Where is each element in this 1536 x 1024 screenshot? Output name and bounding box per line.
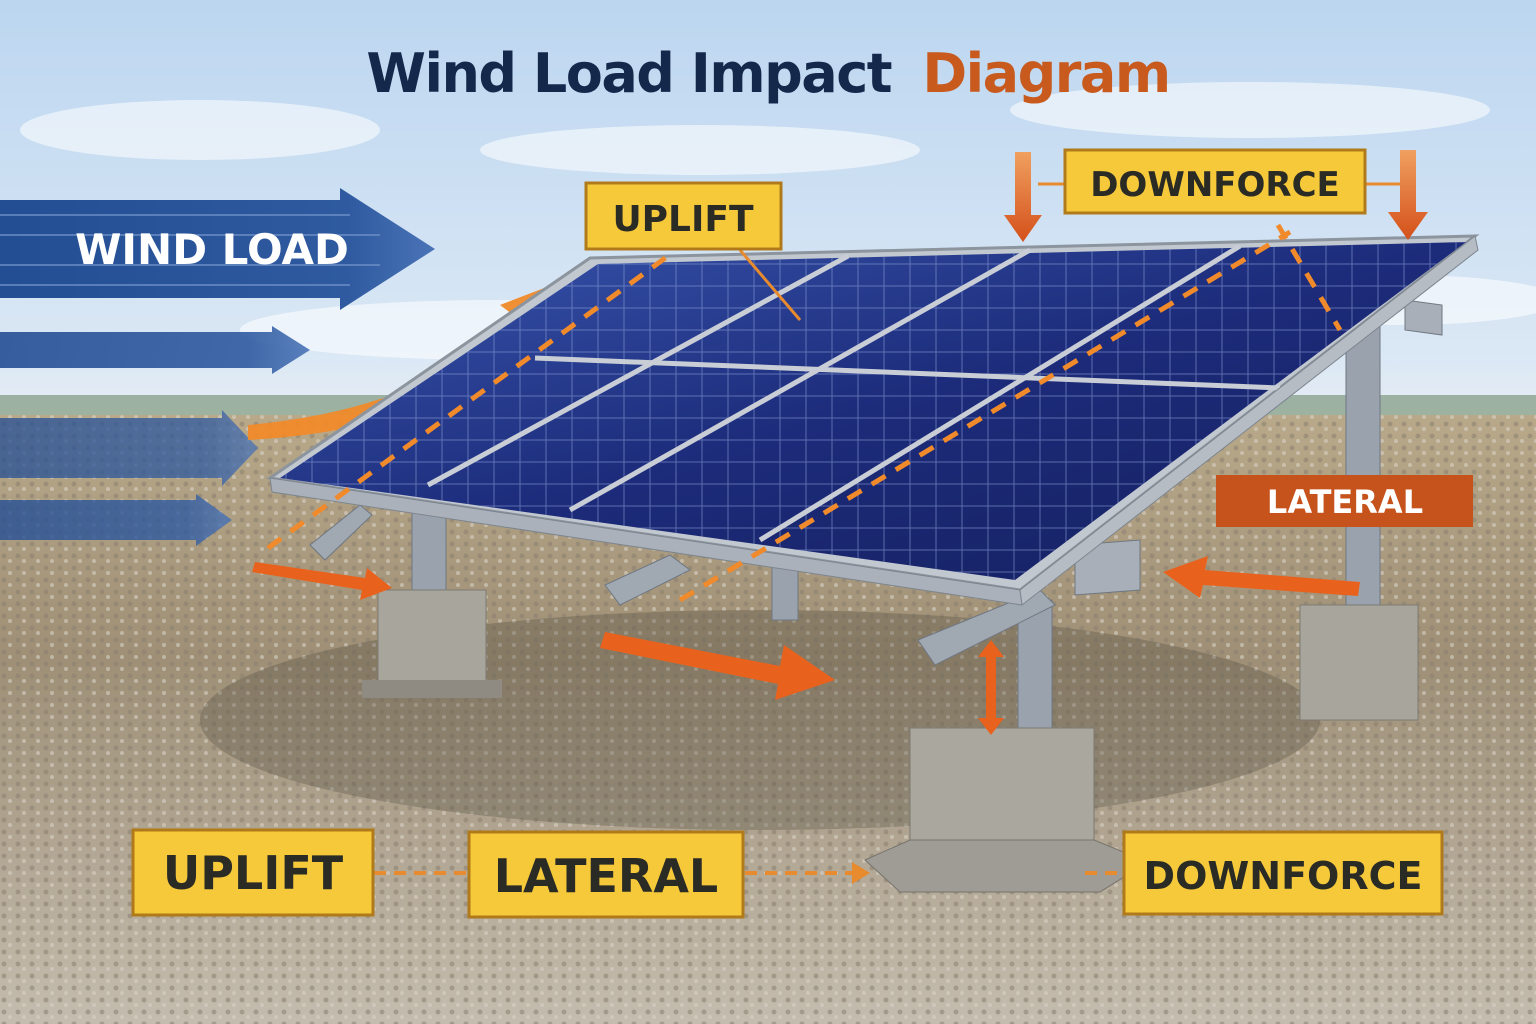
- callout-lateral-right: LATERAL: [1216, 475, 1473, 527]
- vertical-load-arrow-icon: [978, 650, 1004, 735]
- callout-leaders: [738, 182, 1405, 321]
- wind-arrow-icon: [0, 494, 232, 546]
- vertical-load-arrow-icon: [978, 640, 1004, 657]
- legend-label: UPLIFT: [163, 846, 344, 900]
- wind-arrow-icon: [0, 410, 258, 486]
- callout-downforce-label: DOWNFORCE: [1090, 165, 1340, 205]
- callout-downforce-top: DOWNFORCE: [1063, 148, 1367, 215]
- title-accent: Diagram: [922, 42, 1169, 105]
- wind-arrow-icon: [0, 188, 435, 310]
- lateral-arrow-icon: [1163, 556, 1360, 598]
- legend-item-lateral: LATERAL: [467, 830, 745, 919]
- force-lines: [266, 223, 1343, 603]
- wind-load-label: WIND LOAD: [75, 225, 349, 274]
- legend-item-downforce: DOWNFORCE: [1122, 830, 1444, 916]
- lateral-arrows: [252, 556, 1360, 735]
- page-title: Wind Load Impact Diagram: [366, 42, 1169, 105]
- support-structure: [309, 299, 1443, 893]
- wind-arrow-icon: [0, 326, 310, 374]
- legend-label: LATERAL: [494, 849, 718, 903]
- panel-cells: [280, 242, 1466, 580]
- structure-shadow: [200, 610, 1320, 830]
- title-main: Wind Load Impact: [366, 42, 891, 105]
- solar-panel-array: [266, 234, 1480, 606]
- callout-uplift-top: UPLIFT: [584, 181, 783, 251]
- legend-arrow-icon: [852, 862, 870, 884]
- legend-label: DOWNFORCE: [1144, 854, 1423, 898]
- lateral-arrow-icon: [252, 562, 392, 600]
- lateral-arrow-icon: [600, 632, 835, 700]
- wind-arrows: [0, 188, 435, 546]
- legend: UPLIFT LATERAL DOWNFORCE: [131, 828, 1444, 919]
- callout-uplift-label: UPLIFT: [612, 199, 754, 240]
- callout-lateral-label: LATERAL: [1267, 483, 1423, 521]
- down-arrow-icon: [1388, 150, 1428, 240]
- legend-item-uplift: UPLIFT: [131, 828, 375, 917]
- down-arrow-icon: [1004, 152, 1042, 242]
- downforce-arrows: [1004, 150, 1428, 242]
